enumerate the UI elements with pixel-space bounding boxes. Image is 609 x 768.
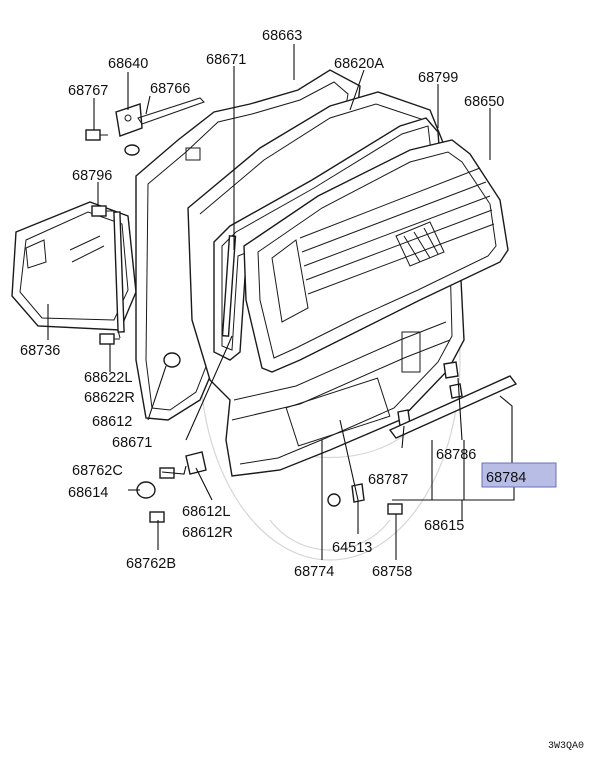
label-68786: 68786 <box>436 447 476 463</box>
label-68784: 68784 <box>486 470 526 486</box>
label-68671: 68671 <box>206 52 246 68</box>
label-68799: 68799 <box>418 70 458 86</box>
label-68758: 68758 <box>372 564 412 580</box>
label-68650: 68650 <box>464 94 504 110</box>
label-68774: 68774 <box>294 564 334 580</box>
highlight-68784 <box>481 462 557 488</box>
label-68766: 68766 <box>150 81 190 97</box>
gas-strut-68612 <box>113 211 125 339</box>
label-68762C: 68762C <box>72 463 123 479</box>
label-68796: 68796 <box>72 168 112 184</box>
rear-glass-68650 <box>243 139 509 373</box>
label-68622L: 68622L <box>84 370 132 386</box>
label-68615: 68615 <box>424 518 464 534</box>
label-68614: 68614 <box>68 485 108 501</box>
label-68640: 68640 <box>108 56 148 72</box>
label-68767: 68767 <box>68 83 108 99</box>
label-64513: 64513 <box>332 540 372 556</box>
label-68762B: 68762B <box>126 556 176 572</box>
label-68787: 68787 <box>368 472 408 488</box>
label-68612L: 68612L <box>182 504 230 520</box>
diagram-code: 3W3QA0 <box>548 741 584 752</box>
label-68612R: 68612R <box>182 525 233 541</box>
label-68612: 68612 <box>92 414 132 430</box>
label-68671b: 68671 <box>112 435 152 451</box>
label-68736: 68736 <box>20 343 60 359</box>
part-labels: 68663 68640 68671 68620A 68767 68766 687… <box>20 28 526 580</box>
label-68620A: 68620A <box>334 56 384 72</box>
label-68663: 68663 <box>262 28 302 44</box>
leader-lines <box>47 44 515 560</box>
hatch-glass-68736 <box>11 201 137 331</box>
gas-strut-68671 <box>221 235 237 337</box>
label-68622R: 68622R <box>84 390 135 406</box>
